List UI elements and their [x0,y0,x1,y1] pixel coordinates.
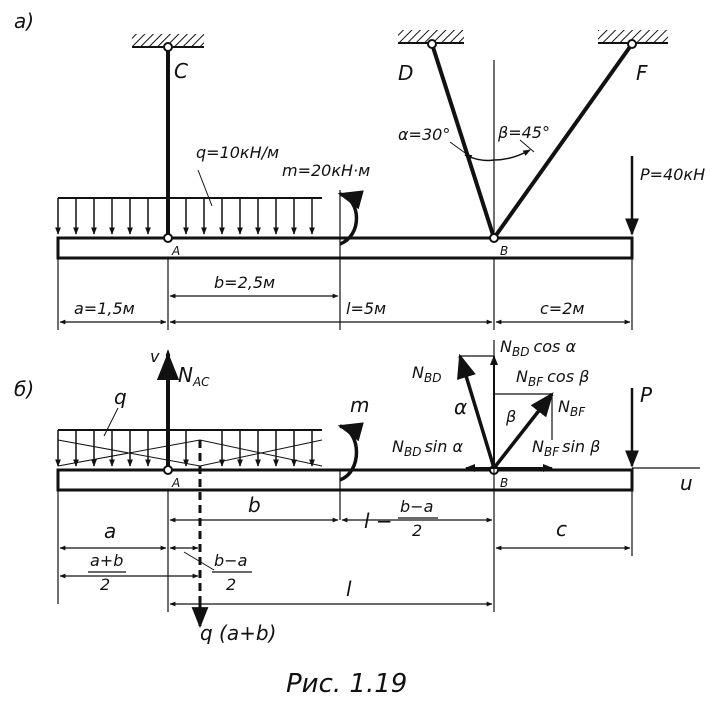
point-a-label-b: A [171,476,180,490]
force-nbf-arrow [492,392,554,470]
beam-a [56,236,634,260]
hinge-b [489,233,499,243]
moment-m-label: m=20кН·м [282,161,370,180]
force-p-label-b: P [640,383,653,407]
load-q-label-b: q [114,385,127,409]
moment-arrow-b [337,422,364,482]
load-q-leader-b [103,407,119,437]
point-f-label: F [636,61,648,85]
dim-apb-expr: a+b 2 [88,551,126,594]
dim-b-label-b: b [248,493,261,517]
beam-b [56,468,634,492]
point-b-label-b: B [500,476,508,490]
axis-u-label: u [680,471,693,495]
point-c-label: C [174,59,188,83]
figure-caption: Рис. 1.19 [286,669,407,699]
resultant-label: q (a+b) [200,621,276,645]
dim-a-label-b: a [104,519,116,543]
frac2-leader [183,551,215,571]
angle-beta-label: β=45° [497,123,550,142]
point-b-label: B [500,244,508,258]
dim-bma-expr: b−a 2 [212,551,252,594]
hinge-a-b [163,465,173,475]
rod-bf [492,42,634,240]
dim-l-label: l=5м [346,299,386,318]
nac-label: NAC [178,363,210,389]
hinge-c [163,42,173,52]
force-nbd-arrow [457,353,496,469]
nbd-label: NBD [412,363,441,385]
rod-bd [430,43,496,239]
frac-apb-numerator: a+b [90,551,123,570]
part-a-label: а) [14,9,34,33]
point-a-label: A [171,244,180,258]
hinge-a [163,233,173,243]
nbf-label: NBF [558,397,586,419]
part-b-label: б) [14,377,34,401]
dim-b-label: b=2,5м [214,273,275,292]
distributed-load-b [55,429,323,467]
dim-l-minus-expr: l − b−a 2 [364,497,438,540]
frac-bma-numerator: b−a [400,497,433,516]
beta-label-b: β [505,407,516,426]
force-p-label: P=40кН [640,165,705,184]
alpha-leader [449,141,473,159]
frac-bma-denominator: 2 [412,521,422,540]
angle-arc-beta [493,149,531,161]
frac2-numerator: b−a [214,551,247,570]
angle-arc-alpha [464,154,495,162]
load-q-leader [197,169,213,207]
axis-v-label: v [150,347,160,366]
dim-l-label-b: l [346,577,352,601]
dim-l-minus-text: l − [364,509,393,533]
angle-alpha-label: α=30° [398,125,450,144]
dim-a-label: a=1,5м [74,299,135,318]
distributed-load-a [55,197,322,235]
point-d-label: D [398,61,413,85]
dim-c-label-b: c [556,517,567,541]
moment-m-label-b: m [350,393,369,417]
hinge-f [627,39,637,49]
hinge-d [427,39,437,49]
dim-c-label: c=2м [540,299,584,318]
alpha-label-b: α [454,395,467,419]
load-q-label: q=10кН/м [196,143,279,162]
frac-apb-denominator: 2 [100,575,110,594]
beta-leader [519,139,535,153]
frac2-denominator: 2 [226,575,236,594]
moment-arrow-a [337,190,364,246]
